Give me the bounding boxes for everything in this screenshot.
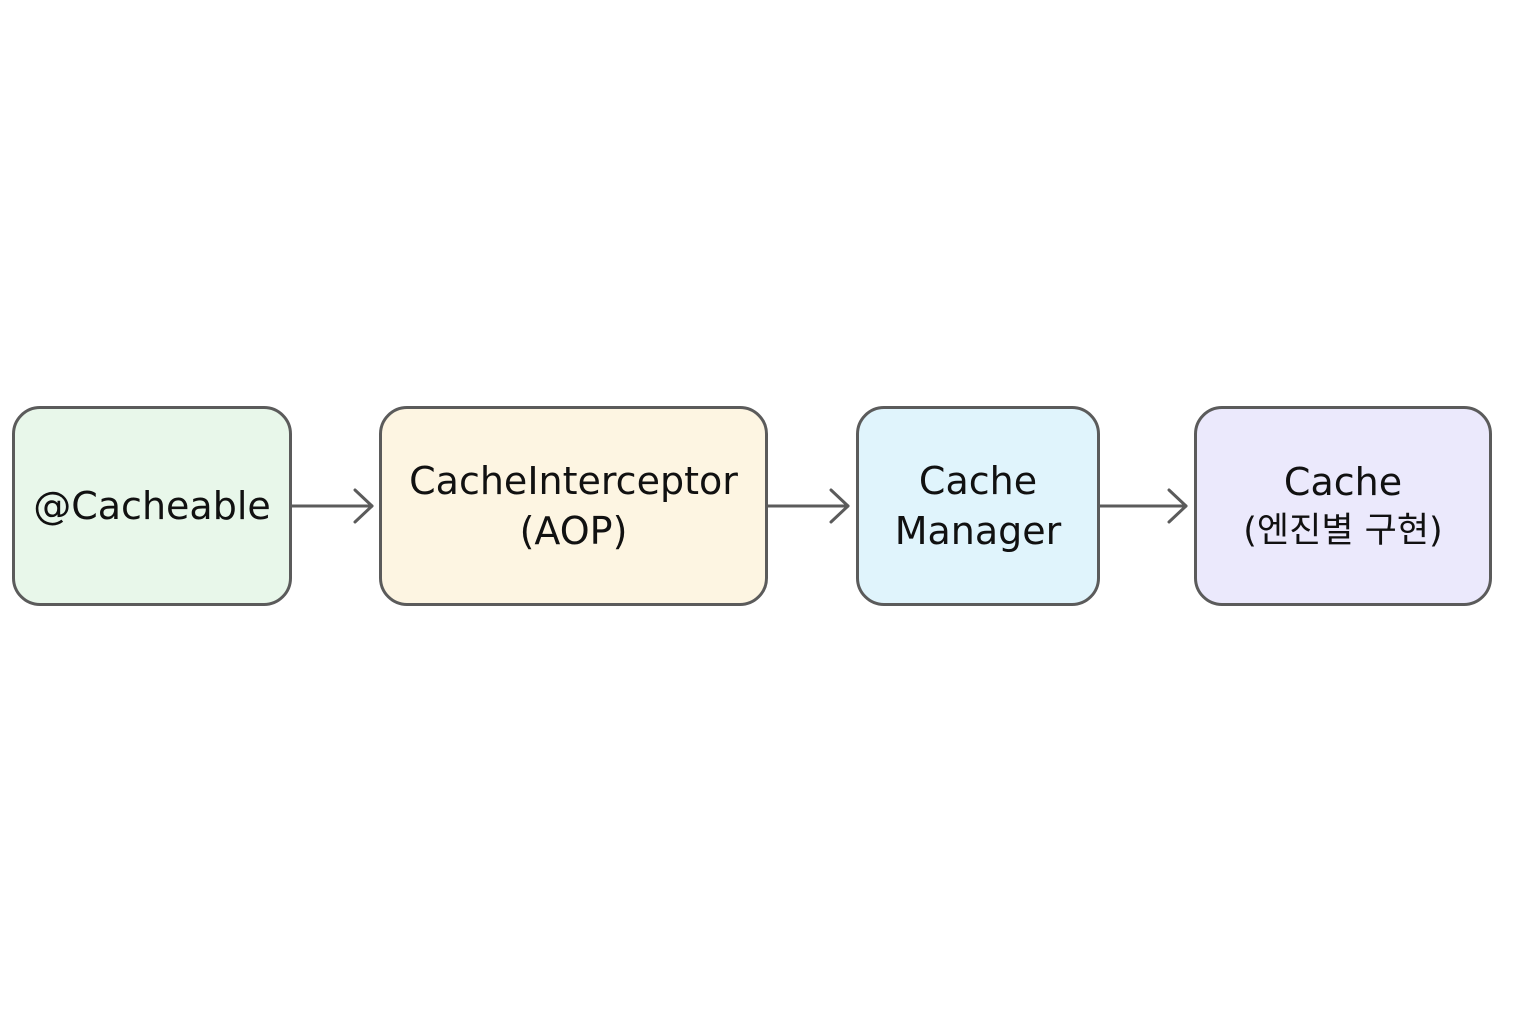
node-cache: Cache (엔진별 구현) [1194, 406, 1492, 606]
node-cacheable-label: @Cacheable [33, 484, 271, 528]
node-cache-label: Cache [1283, 460, 1403, 504]
node-cache-manager-sublabel: Manager [894, 509, 1062, 553]
node-cache-interceptor-sublabel: (AOP) [519, 509, 628, 553]
node-cache-manager: Cache Manager [856, 406, 1100, 606]
node-cacheable: @Cacheable [12, 406, 292, 606]
node-cache-interceptor-label: CacheInterceptor [409, 459, 738, 503]
node-cache-interceptor: CacheInterceptor (AOP) [379, 406, 768, 606]
arrow-cacheable-to-interceptor [290, 488, 374, 524]
node-cache-sublabel: (엔진별 구현) [1243, 511, 1443, 551]
node-cache-manager-label: Cache [918, 459, 1038, 503]
arrow-interceptor-to-manager [766, 488, 850, 524]
arrow-manager-to-cache [1098, 488, 1188, 524]
